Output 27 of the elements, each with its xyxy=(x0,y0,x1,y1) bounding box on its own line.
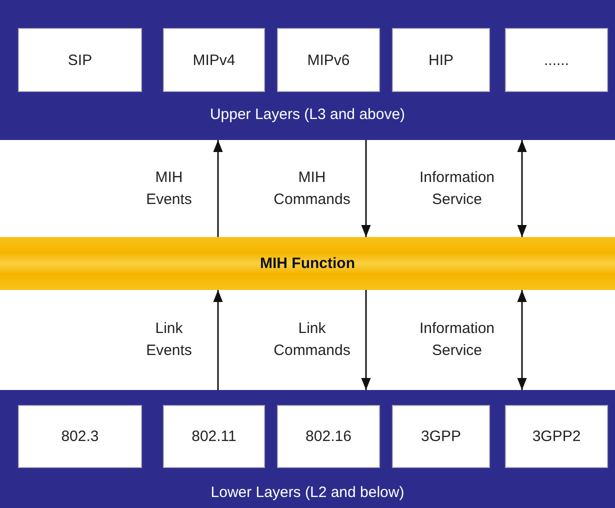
protocol-box: 802.16 xyxy=(277,405,380,468)
edge-label: Information Service xyxy=(418,168,496,210)
arrow xyxy=(213,140,223,237)
edge-label: MIH Events xyxy=(145,168,193,210)
function-band: MIH Function xyxy=(0,237,615,290)
edge-label: Information Service xyxy=(418,319,496,361)
arrow xyxy=(517,290,527,390)
protocol-box: ...... xyxy=(505,28,608,92)
edge-label: Link Events xyxy=(145,319,193,361)
protocol-box: 3GPP xyxy=(392,405,490,468)
arrow xyxy=(361,140,371,237)
edge-label: Link Commands xyxy=(272,319,352,361)
protocol-box: MIPv6 xyxy=(277,28,380,92)
layer-band xyxy=(0,0,615,140)
protocol-box: 3GPP2 xyxy=(505,405,608,468)
layer-band xyxy=(0,390,615,508)
protocol-box: 802.11 xyxy=(163,405,265,468)
edge-label: MIH Commands xyxy=(272,168,352,210)
protocol-box: 802.3 xyxy=(18,405,142,468)
arrow xyxy=(361,290,371,390)
layer-title: Lower Layers (L2 and below) xyxy=(210,484,406,501)
arrow xyxy=(213,290,223,390)
protocol-box: SIP xyxy=(18,28,142,92)
layer-title: Upper Layers (L3 and above) xyxy=(208,106,406,123)
protocol-box: MIPv4 xyxy=(163,28,265,92)
protocol-box: HIP xyxy=(392,28,490,92)
arrow xyxy=(517,140,527,237)
